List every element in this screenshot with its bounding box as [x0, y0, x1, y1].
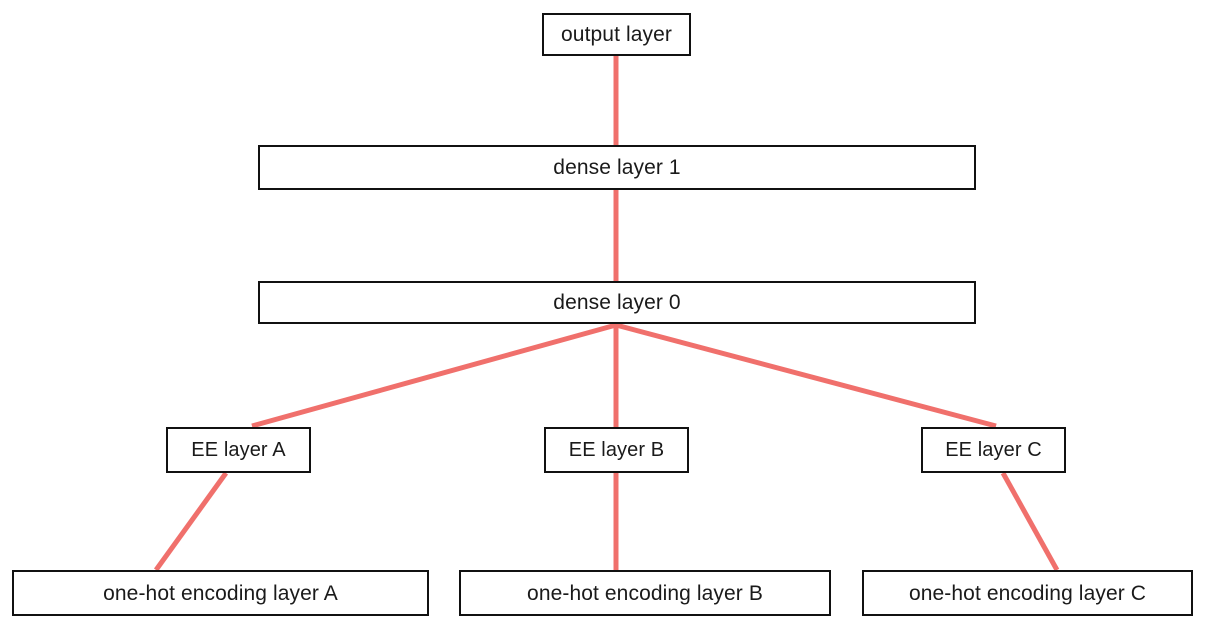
node-ee-layer-b[interactable]: EE layer B	[544, 427, 689, 473]
edge-ee-a-to-dense0	[251, 322, 617, 429]
node-output-layer[interactable]: output layer	[542, 13, 691, 56]
node-onehot-layer-b[interactable]: one-hot encoding layer B	[459, 570, 831, 616]
node-ee-layer-a[interactable]: EE layer A	[166, 427, 311, 473]
node-ee-layer-a-label: EE layer A	[191, 439, 286, 461]
node-ee-layer-c[interactable]: EE layer C	[921, 427, 1066, 473]
node-ee-layer-b-label: EE layer B	[568, 439, 665, 461]
node-ee-layer-c-label: EE layer C	[945, 439, 1042, 461]
node-onehot-layer-c[interactable]: one-hot encoding layer C	[862, 570, 1193, 616]
edge-onehot-c-to-ee-c	[1000, 471, 1060, 572]
node-onehot-layer-b-label: one-hot encoding layer B	[527, 581, 763, 605]
node-onehot-layer-c-label: one-hot encoding layer C	[908, 581, 1147, 605]
node-onehot-layer-a[interactable]: one-hot encoding layer A	[12, 570, 429, 616]
node-onehot-layer-a-label: one-hot encoding layer A	[103, 581, 338, 605]
node-output-layer-label: output layer	[561, 23, 672, 46]
node-dense-layer-0[interactable]: dense layer 0	[258, 281, 976, 324]
node-dense-layer-0-label: dense layer 0	[553, 291, 681, 314]
node-dense-layer-1[interactable]: dense layer 1	[258, 145, 976, 190]
edge-ee-c-to-dense0	[615, 322, 997, 429]
node-dense-layer-1-label: dense layer 1	[553, 156, 681, 179]
edge-onehot-a-to-ee-a	[153, 471, 229, 572]
